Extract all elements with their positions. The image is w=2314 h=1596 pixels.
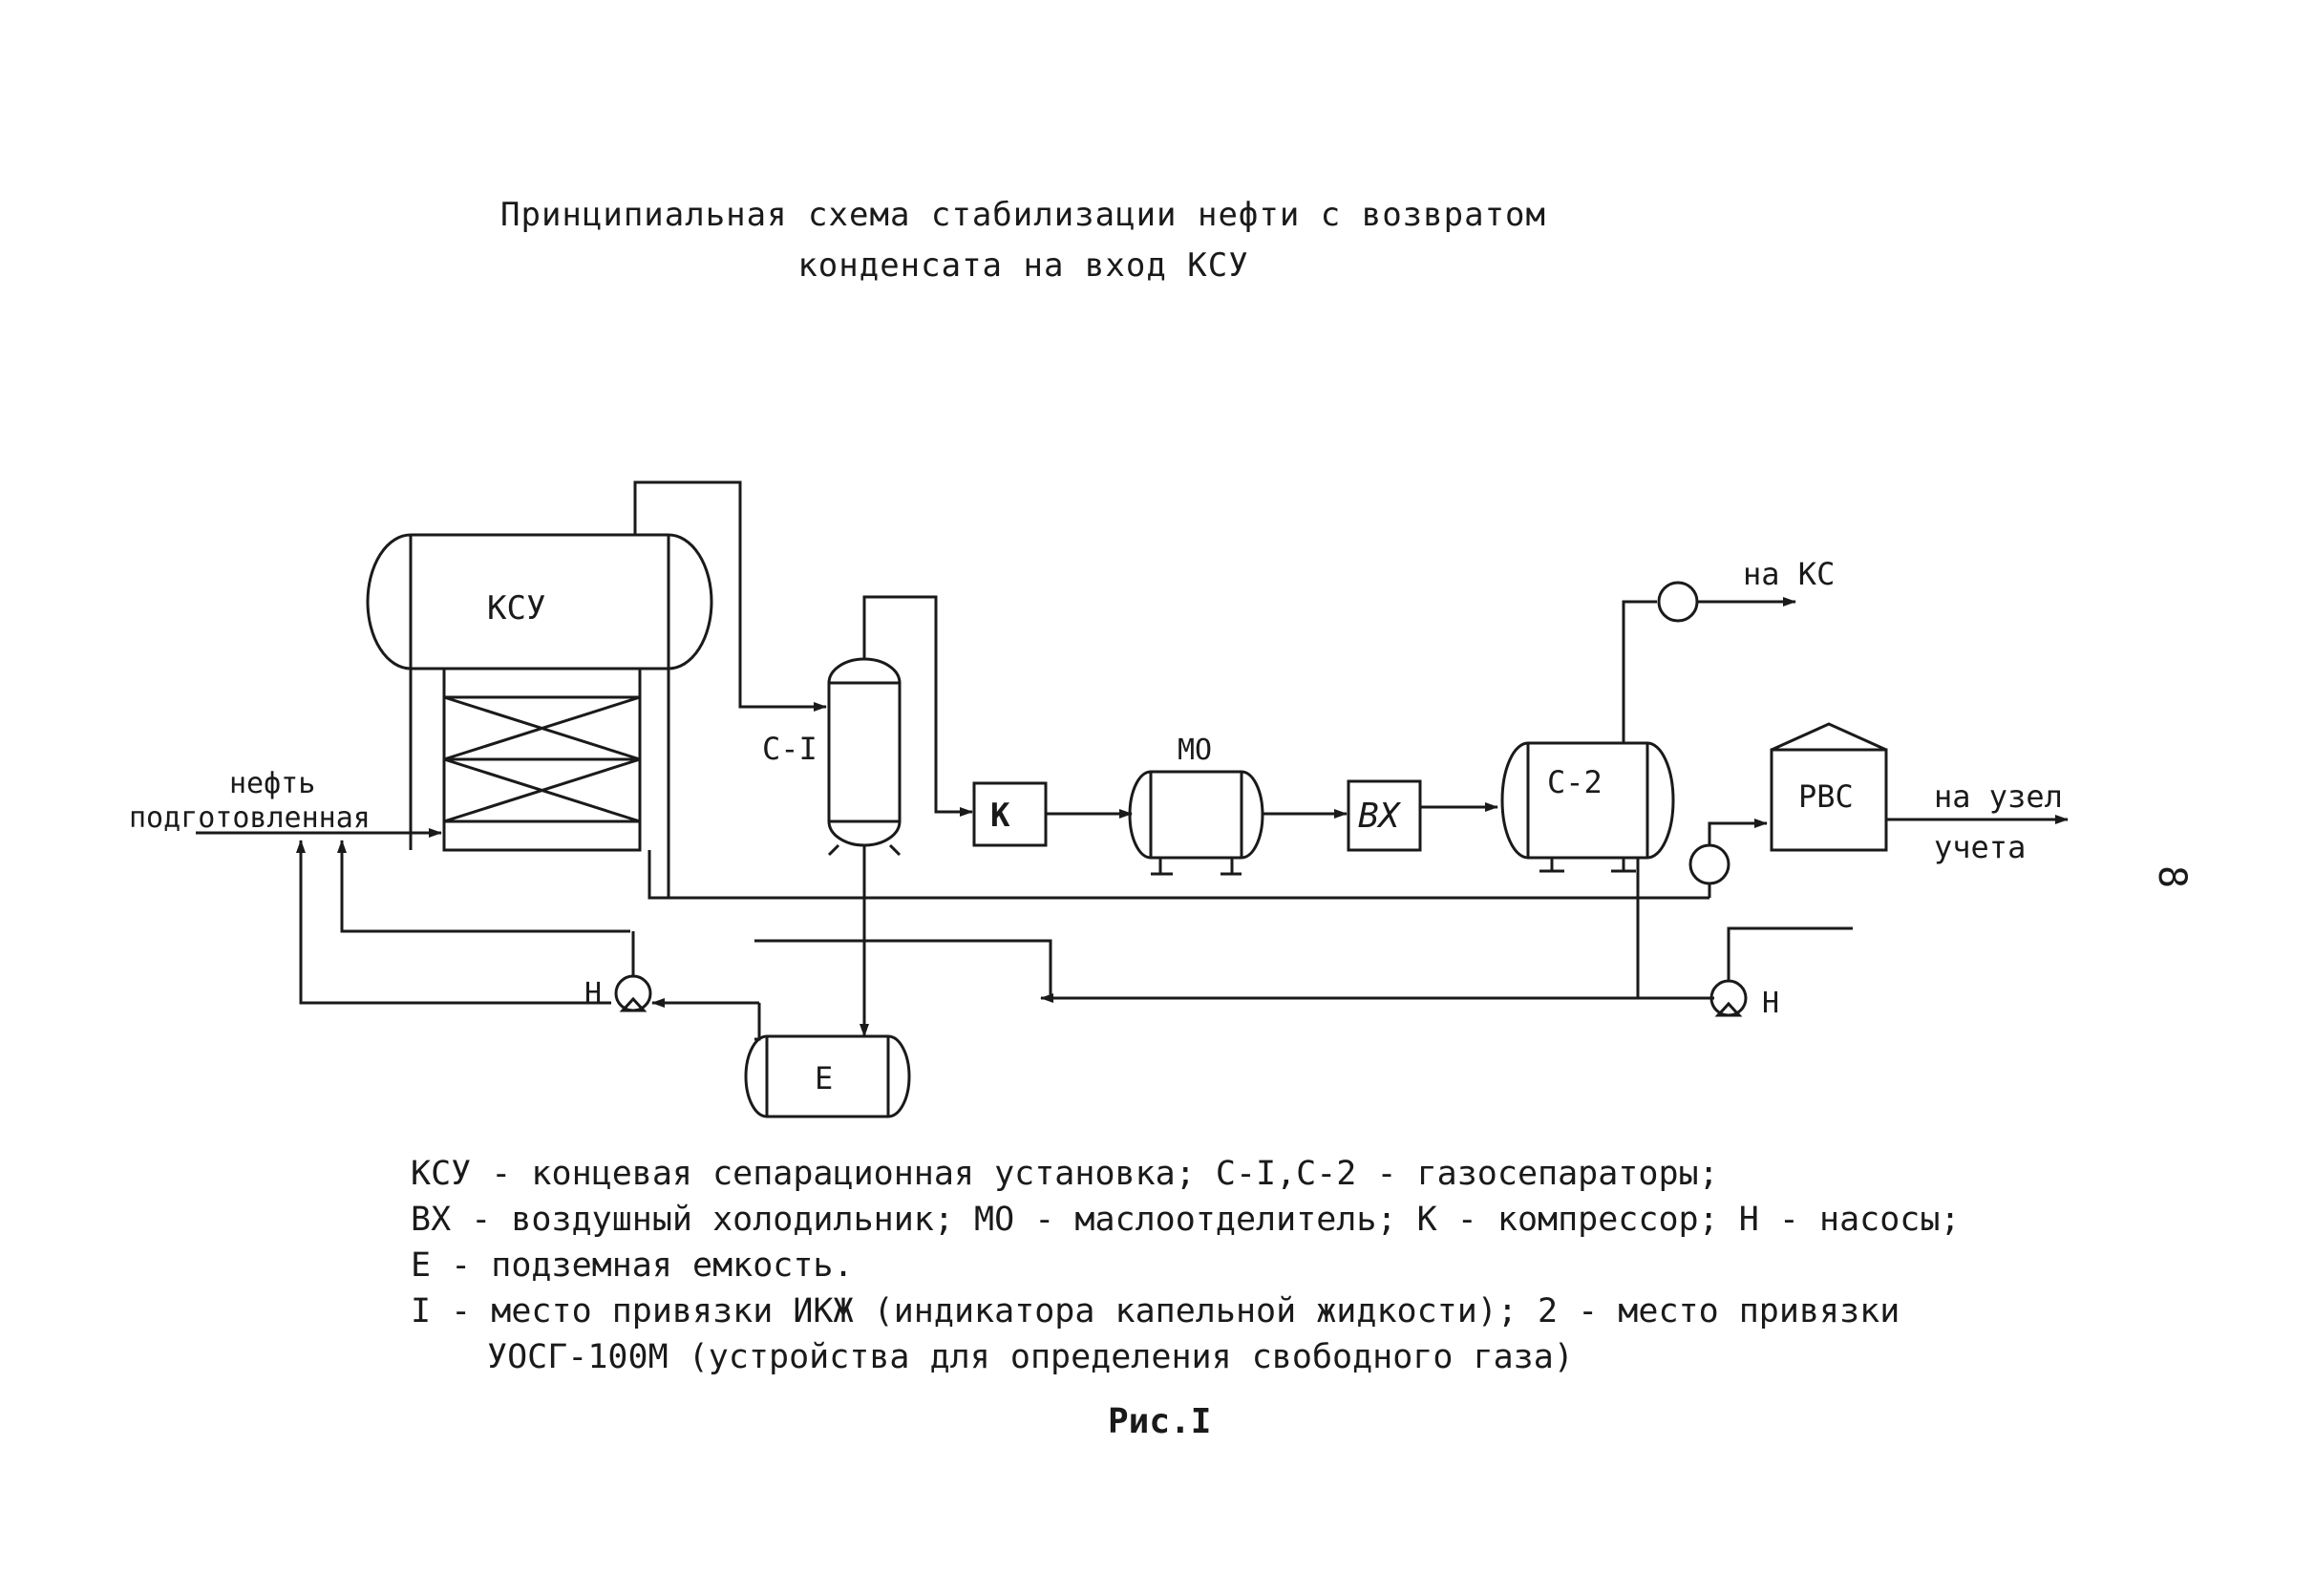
air-cooler-vh: [1347, 779, 1422, 852]
label-e: Е: [815, 1060, 833, 1096]
label-k: К: [990, 797, 1010, 835]
label-c1: С-I: [762, 731, 817, 767]
ksu-gas-line: [633, 480, 827, 712]
label-vh: ВХ: [1358, 797, 1402, 836]
pump-n-right: [1709, 979, 1748, 1017]
label-oil-line2: подготовленная: [129, 801, 371, 835]
diagram-title-line2: конденсата на вход КСУ: [797, 246, 1249, 285]
page-number: 8: [2150, 864, 2195, 889]
label-to-ks: на КС: [1743, 556, 1835, 592]
label-n-left: Н: [584, 977, 602, 1011]
legend-line: Е - подземная емкость.: [411, 1246, 854, 1285]
rvs-tank: [1770, 722, 1888, 852]
oil-pump-to-rvs: [1688, 843, 1730, 885]
gas-pump-to-ks: [1657, 581, 1699, 623]
label-to-meter-line2: учета: [1934, 829, 2026, 865]
label-n-right: Н: [1762, 987, 1779, 1020]
mo-oil-separator: [1128, 770, 1264, 876]
label-rvs: РВС: [1798, 778, 1854, 815]
legend-line: I - место привязки ИКЖ (индикатора капел…: [411, 1292, 1900, 1330]
legend-line: КСУ - концевая сепарационная установка; …: [411, 1155, 1719, 1193]
label-c2: С-2: [1547, 764, 1603, 800]
compressor-k: [972, 781, 1048, 847]
label-oil-line1: нефть: [229, 767, 315, 800]
legend-line: УОСГ-100М (устройства для определения св…: [487, 1338, 1574, 1376]
label-ksu: КСУ: [487, 589, 545, 628]
pump-n-left: [614, 974, 652, 1012]
label-mo: МО: [1178, 734, 1212, 767]
ksu-packing-section: [442, 667, 642, 852]
c2-separator: [1500, 741, 1675, 873]
figure-caption: Рис.I: [1108, 1402, 1212, 1441]
legend-line: ВХ - воздушный холодильник; МО - маслоот…: [411, 1201, 1961, 1239]
c1-separator: [827, 657, 902, 857]
legend: КСУ - концевая сепарационная установка; …: [411, 1151, 1961, 1380]
diagram-title-line1: Принципиальная схема стабилизации нефти …: [500, 196, 1546, 234]
label-to-meter-line1: на узел: [1934, 778, 2063, 815]
e-underground-tank: [744, 1034, 911, 1118]
